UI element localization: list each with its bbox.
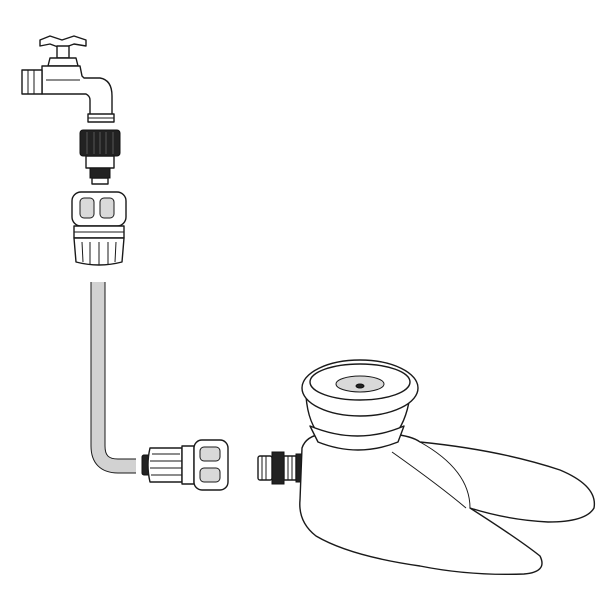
threaded-tap-adapter-icon [79,129,121,185]
outdoor-faucet-icon [21,35,115,123]
male-hose-fitting-icon [257,451,305,485]
hose-quick-connector-icon [71,191,127,266]
garden-hose-icon [90,282,136,474]
sprinkler-base-icon [299,359,596,576]
hose-quick-connector-icon [141,439,229,491]
